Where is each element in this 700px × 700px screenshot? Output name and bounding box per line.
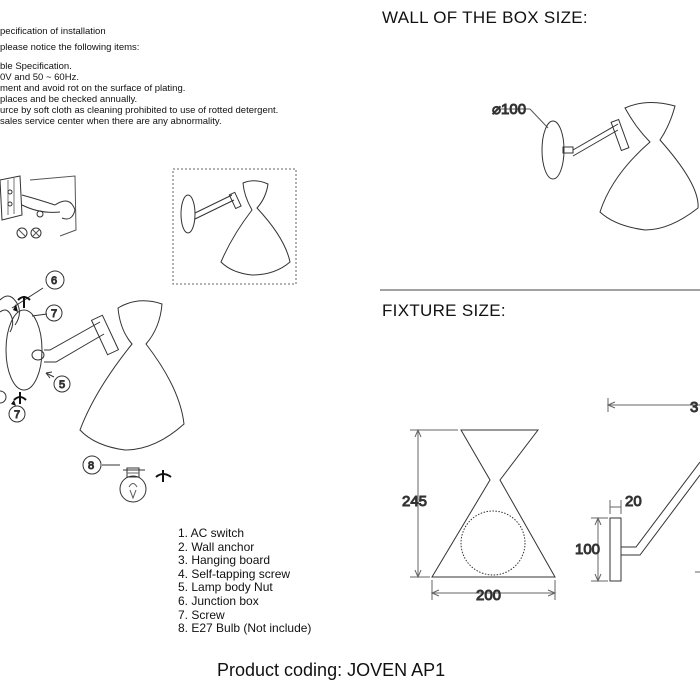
callout-7a: 7 — [51, 308, 57, 320]
parts-list: 1. AC switch 2. Wall anchor 3. Hanging b… — [178, 526, 312, 636]
note-line: please notice the following items: — [0, 42, 140, 53]
connector — [36, 210, 44, 218]
product-coding: Product coding: JOVEN AP1 — [217, 660, 446, 680]
canopy-plate — [5, 309, 43, 391]
wall-plate — [541, 120, 565, 180]
height-label: 245 — [402, 493, 427, 510]
rotate-icon — [155, 470, 172, 482]
preview-arm-sleeve — [228, 191, 242, 210]
callout-circles — [0, 270, 102, 475]
side-arm — [621, 461, 700, 556]
box-diameter-label: ⌀100 — [492, 101, 526, 118]
front-shade-outline — [431, 429, 556, 578]
preview-arm — [194, 194, 235, 220]
terminal — [7, 201, 13, 207]
arm-sleeve — [610, 118, 630, 152]
cable — [0, 295, 20, 326]
wires — [21, 194, 61, 213]
callout-6: 6 — [51, 275, 57, 287]
note-line: places and be checked annually. — [0, 94, 138, 105]
projection-label: 3 — [690, 399, 698, 416]
junction-box-detail — [7, 178, 15, 215]
wire-box-outline — [29, 175, 77, 237]
list-item: 7. Screw — [178, 607, 225, 622]
side-wall-plate — [609, 517, 622, 582]
rotate-icon — [17, 296, 31, 308]
list-item: 4. Self-tapping screw — [178, 566, 291, 581]
arm — [572, 123, 619, 157]
canopy-nut — [31, 349, 45, 361]
hand-sketch — [54, 200, 76, 220]
callout-5: 5 — [59, 379, 65, 391]
leader-7a — [31, 313, 48, 317]
callout-7b: 7 — [14, 409, 20, 421]
note-line: pecification of installation — [0, 26, 106, 37]
callout-8: 8 — [88, 460, 94, 472]
list-item: 3. Hanging board — [178, 553, 271, 568]
installation-arm-sleeve — [90, 314, 120, 356]
installation-notes: pecification of installation please noti… — [0, 26, 278, 127]
base-height-label: 100 — [575, 541, 600, 558]
bulb-globe — [119, 475, 147, 503]
fixture-side-view — [591, 398, 700, 583]
leader-line — [529, 108, 549, 129]
exploded-installation — [0, 287, 185, 451]
fixture-front-view — [410, 428, 557, 600]
arm-offset-label: 20 — [625, 493, 642, 510]
framed-lamp-preview — [172, 168, 297, 285]
width-dimension — [430, 580, 557, 600]
preview-wall-plate — [180, 194, 196, 234]
height-dimension — [410, 428, 458, 579]
wiring-illustration — [0, 175, 77, 239]
list-item: 6. Junction box — [178, 593, 259, 608]
note-line: ble Specification. — [0, 61, 72, 72]
box-size-drawing — [496, 102, 699, 231]
note-line: urce by soft cloth as cleaning prohibite… — [0, 105, 279, 116]
list-item: 2. Wall anchor — [178, 539, 255, 554]
rotate-icon — [13, 392, 27, 404]
ground-symbol — [16, 227, 28, 239]
box-size-heading: WALL OF THE BOX SIZE: — [382, 8, 588, 27]
lamp-shade — [599, 102, 699, 231]
installation-lamp-shade — [79, 300, 185, 451]
cable — [0, 309, 14, 333]
fixture-size-heading: FIXTURE SIZE: — [382, 301, 506, 320]
list-item: 5. Lamp body Nut — [178, 580, 273, 595]
bulb-outline — [460, 510, 526, 576]
no-symbol — [30, 227, 42, 239]
width-label: 200 — [476, 587, 501, 604]
list-item: 1. AC switch — [178, 526, 245, 540]
arm-offset-dimension — [609, 500, 622, 514]
preview-lamp-shade — [220, 180, 291, 276]
list-item: 8. E27 Bulb (Not include) — [178, 621, 312, 636]
note-line: sales service center when there are any … — [0, 116, 222, 127]
bulb-icon — [102, 464, 147, 503]
installation-arm — [44, 321, 105, 363]
note-line: 0V and 50 ~ 60Hz. — [0, 72, 79, 83]
note-line: ment and avoid rot on the surface of pla… — [0, 83, 186, 94]
junction-box — [0, 175, 23, 221]
preview-frame — [172, 168, 297, 285]
pointer-5 — [45, 372, 55, 378]
projection-dimension — [606, 398, 700, 412]
terminal — [7, 189, 13, 195]
rotate-arrow-icons — [13, 296, 172, 482]
base-height-dimension — [591, 516, 608, 583]
